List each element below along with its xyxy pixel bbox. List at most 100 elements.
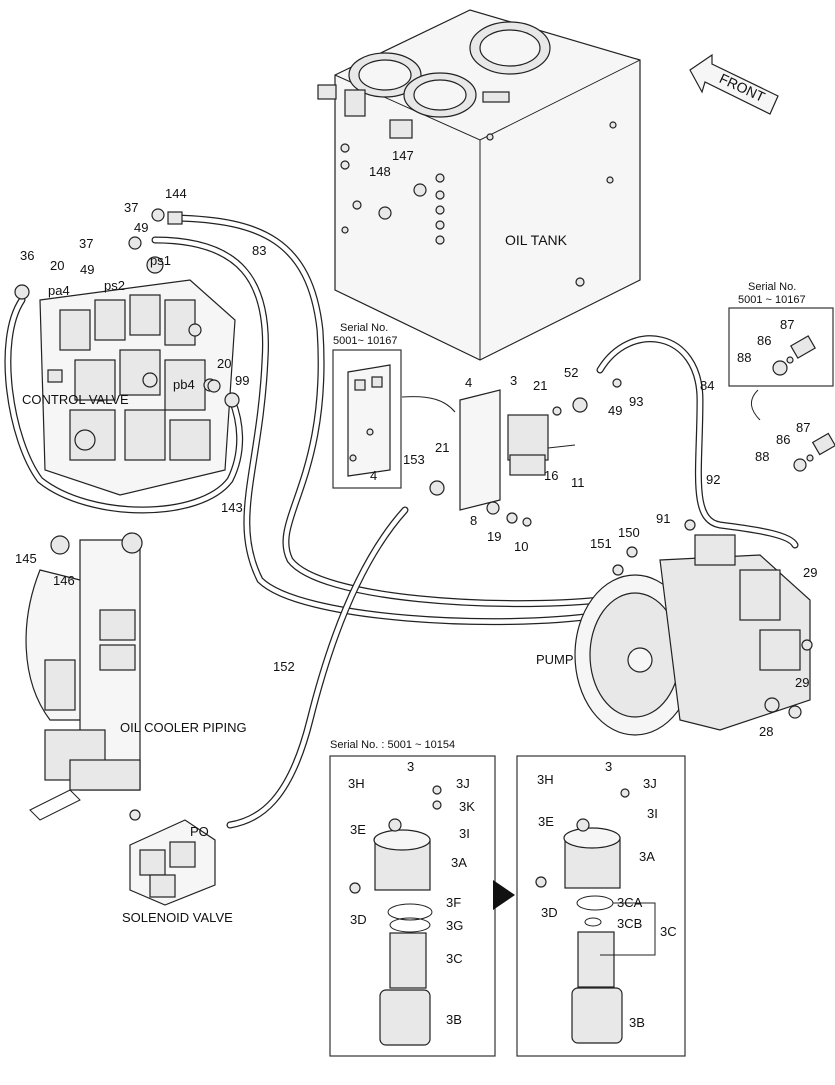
part-label-93: 93: [629, 394, 643, 409]
part-label-29-a: 29: [803, 565, 817, 580]
pump-label: PUMP: [536, 652, 574, 667]
filter-old-title: 3: [407, 759, 414, 774]
oil-cooler-piping: OIL COOLER PIPING: [25, 532, 247, 821]
filter-new-title: 3: [605, 759, 612, 774]
solenoid-valve: PO SOLENOID VALVE: [122, 809, 233, 925]
part-label-10: 10: [514, 539, 528, 554]
oil-tank-label: OIL TANK: [505, 232, 568, 248]
part-label-87-b: 87: [796, 420, 810, 435]
part-label-20-a: 20: [50, 258, 64, 273]
filter-new-3j: 3J: [643, 776, 657, 791]
part-label-86-a: 86: [757, 333, 771, 348]
filter-new-3d: 3D: [541, 905, 558, 920]
part-label-3: 3: [510, 373, 517, 388]
part-label-151: 151: [590, 536, 612, 551]
filter-old-3f: 3F: [446, 895, 461, 910]
part-label-49-a: 49: [134, 220, 148, 235]
part-label-36: 36: [20, 248, 34, 263]
part-label-8: 8: [470, 513, 477, 528]
filter-new-3a: 3A: [639, 849, 655, 864]
part-label-20-b: 20: [217, 356, 231, 371]
filter-old-3e: 3E: [350, 822, 366, 837]
port-pb4: pb4: [173, 377, 195, 392]
filter-new-3i: 3I: [647, 806, 658, 821]
part-label-99: 99: [235, 373, 249, 388]
fitting-serial-line1: Serial No.: [748, 281, 796, 293]
part-label-86-b: 86: [776, 432, 790, 447]
fitting-inset: Serial No. 5001 ~ 10167: [728, 281, 835, 472]
filter-inset-old: Serial No. : 5001 ~ 10154: [329, 739, 496, 1057]
part-label-84: 84: [700, 378, 714, 393]
part-label-28: 28: [759, 724, 773, 739]
port-ps1: ps1: [150, 253, 171, 268]
filter-old-3k: 3K: [459, 799, 475, 814]
filter-old-serial: Serial No. : 5001 ~ 10154: [330, 739, 455, 751]
part-label-83: 83: [252, 243, 266, 258]
part-label-49-b: 49: [80, 262, 94, 277]
port-pa4: pa4: [48, 283, 70, 298]
port-po: PO: [190, 824, 209, 839]
part-label-29-b: 29: [795, 675, 809, 690]
upgrade-arrow: [493, 880, 515, 910]
bracket-serial-line1: Serial No.: [340, 322, 388, 334]
filter-bracket-group: [429, 378, 696, 576]
part-label-19: 19: [487, 529, 501, 544]
filter-old-3g: 3G: [446, 918, 463, 933]
bracket-serial-line2: 5001~ 10167: [333, 335, 398, 347]
part-label-49-c: 49: [608, 403, 622, 418]
part-label-21-b: 21: [435, 440, 449, 455]
part-number-labels: 144 37 49 37 49 36 20 83 20 99 143 145 1…: [15, 148, 817, 739]
filter-old-3b: 3B: [446, 1012, 462, 1027]
part-label-52: 52: [564, 365, 578, 380]
part-label-92: 92: [706, 472, 720, 487]
control-valve: CONTROL VALVE pa4 ps2 ps1 pb4: [14, 208, 240, 496]
oil-cooler-label: OIL COOLER PIPING: [120, 720, 247, 735]
part-label-11: 11: [571, 475, 585, 490]
part-label-148: 148: [369, 164, 391, 179]
part-label-152: 152: [273, 659, 295, 674]
filter-old-3a: 3A: [451, 855, 467, 870]
part-label-87-a: 87: [780, 317, 794, 332]
filter-old-3h: 3H: [348, 776, 365, 791]
filter-new-3h: 3H: [537, 772, 554, 787]
control-valve-label: CONTROL VALVE: [22, 392, 129, 407]
part-label-21-a: 21: [533, 378, 547, 393]
port-ps2: ps2: [104, 278, 125, 293]
filter-inset-new: [516, 755, 686, 1057]
filter-old-3i: 3I: [459, 826, 470, 841]
oil-tank: OIL TANK: [317, 9, 641, 361]
part-label-153: 153: [403, 452, 425, 467]
part-label-146: 146: [53, 573, 75, 588]
filter-new-3cb: 3CB: [617, 916, 642, 931]
front-arrow: FRONT: [689, 53, 779, 115]
filter-new-3e: 3E: [538, 814, 554, 829]
part-label-37-b: 37: [79, 236, 93, 251]
part-label-88-b: 88: [755, 449, 769, 464]
filter-new-3ca: 3CA: [617, 895, 643, 910]
filter-old-3c: 3C: [446, 951, 463, 966]
filter-new-labels: 3 3H 3J 3I 3E 3A 3D 3CA 3CB 3C 3B: [537, 759, 677, 1030]
part-label-144: 144: [165, 186, 187, 201]
solenoid-valve-label: SOLENOID VALVE: [122, 910, 233, 925]
filter-new-3b: 3B: [629, 1015, 645, 1030]
part-label-4: 4: [465, 375, 472, 390]
part-label-91: 91: [656, 511, 670, 526]
part-label-147: 147: [392, 148, 414, 163]
part-label-143: 143: [221, 500, 243, 515]
part-label-88-a: 88: [737, 350, 751, 365]
bracket-inset: Serial No. 5001~ 10167: [332, 322, 456, 489]
part-label-16: 16: [544, 468, 558, 483]
part-label-4-inset: 4: [370, 468, 377, 483]
part-label-145: 145: [15, 551, 37, 566]
filter-old-3d: 3D: [350, 912, 367, 927]
filter-old-3j: 3J: [456, 776, 470, 791]
part-label-37-a: 37: [124, 200, 138, 215]
filter-new-3c: 3C: [660, 924, 677, 939]
fitting-serial-line2: 5001 ~ 10167: [738, 294, 806, 306]
pump: PUMP: [536, 534, 813, 736]
part-label-150: 150: [618, 525, 640, 540]
filter-old-labels: 3 3H 3J 3K 3E 3I 3A 3F 3D 3G 3C 3B: [348, 759, 475, 1027]
hoses: [4, 214, 799, 829]
